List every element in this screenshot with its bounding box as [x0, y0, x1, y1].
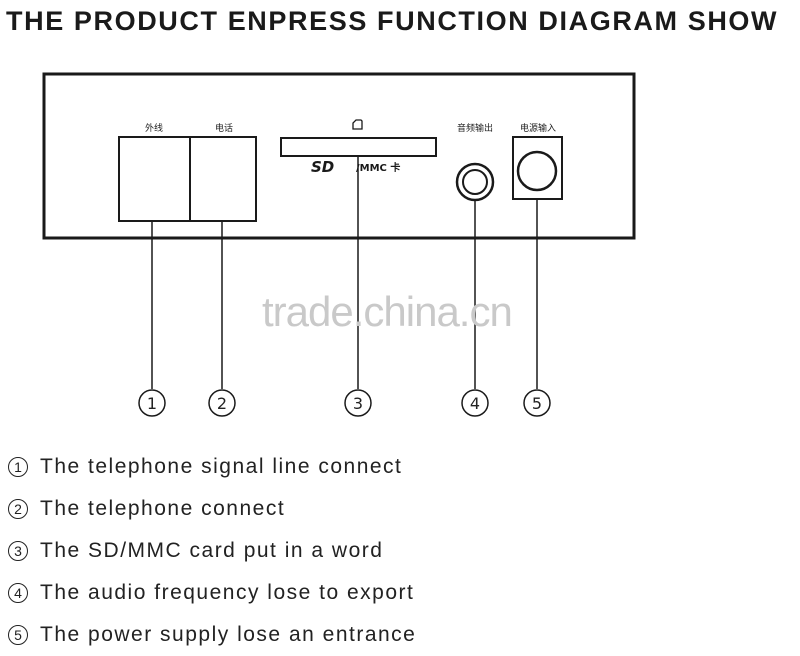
callout-circle-2: [208, 389, 236, 417]
callout-number-2: 2: [217, 394, 227, 413]
legend-item: 2 The telephone connect: [8, 488, 416, 530]
legend-text: The telephone connect: [40, 497, 286, 520]
power-port-label: 电源输入: [520, 122, 556, 134]
callout-number-1: 1: [147, 394, 157, 413]
callout-circle-5: [523, 389, 551, 417]
sd-card-icon: [352, 119, 363, 130]
legend-item: 1 The telephone signal line connect: [8, 446, 416, 488]
legend-number: 2: [8, 499, 28, 519]
audio-port-label: 音频输出: [457, 122, 493, 134]
callout-number-3: 3: [353, 394, 363, 413]
legend-number: 4: [8, 583, 28, 603]
device-diagram: 外线 电话 SD /MMC 卡 音频输出 电源输入 1 2 3 4 5: [42, 72, 636, 417]
diagram-title: THE PRODUCT ENPRESS FUNCTION DIAGRAM SHO…: [6, 6, 779, 36]
line-port-label: 外线: [145, 122, 163, 134]
legend-text: The SD/MMC card put in a word: [40, 539, 384, 562]
phone-port-label: 电话: [215, 122, 233, 134]
callout-number-4: 4: [470, 394, 480, 413]
watermark: trade.china.cn: [262, 288, 513, 335]
line-port: [118, 136, 191, 222]
legend-number: 3: [8, 541, 28, 561]
sd-card-slot: [280, 137, 437, 157]
callout-circle-1: [138, 389, 166, 417]
power-jack: [516, 150, 558, 192]
device-panel: [42, 72, 636, 240]
legend-text: The telephone signal line connect: [40, 455, 403, 478]
legend: 1 The telephone signal line connect 2 Th…: [8, 446, 416, 656]
audio-jack-inner: [462, 169, 488, 195]
sd-logo: SD: [311, 158, 334, 176]
legend-item: 4 The audio frequency lose to export: [8, 572, 416, 614]
callout-circle-4: [461, 389, 489, 417]
legend-number: 5: [8, 625, 28, 645]
legend-number: 1: [8, 457, 28, 477]
callout-number-5: 5: [532, 394, 542, 413]
legend-text: The power supply lose an entrance: [40, 623, 417, 646]
callout-circle-3: [344, 389, 372, 417]
sd-mmc-label: /MMC 卡: [356, 161, 400, 174]
legend-item: 3 The SD/MMC card put in a word: [8, 530, 416, 572]
legend-text: The audio frequency lose to export: [40, 581, 415, 604]
phone-port: [189, 136, 257, 222]
legend-item: 5 The power supply lose an entrance: [8, 614, 416, 656]
